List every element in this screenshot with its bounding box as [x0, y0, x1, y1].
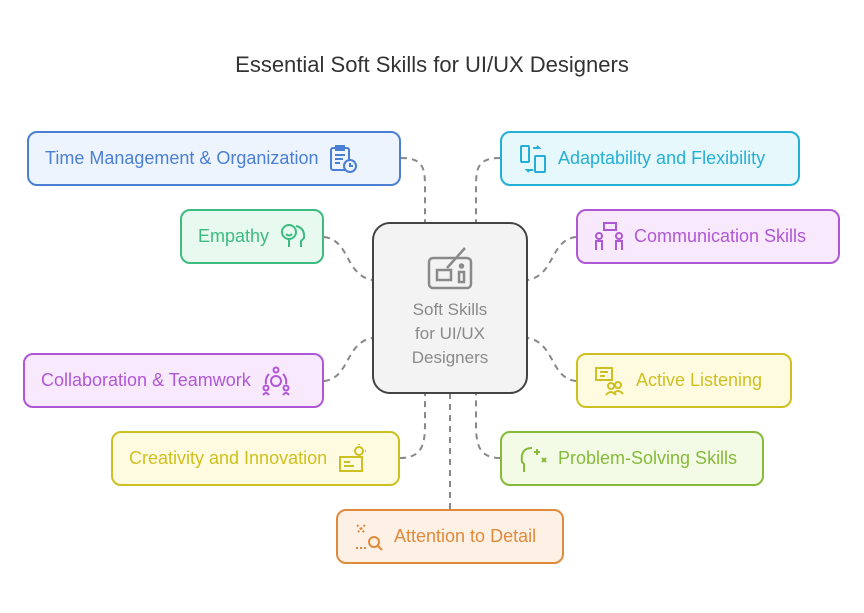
magnifier-detail-icon — [356, 523, 383, 551]
node-label: Active Listening — [636, 370, 763, 390]
node-label: Attention to Detail — [394, 526, 537, 546]
team-gear-icon — [261, 366, 290, 396]
connector-collab — [323, 337, 373, 382]
node-label: Communication Skills — [634, 226, 807, 246]
clipboard-clock-icon — [330, 144, 358, 173]
head-smile-icon — [281, 223, 306, 247]
people-chat-icon — [595, 221, 623, 250]
center-line-2: for UI/UX — [415, 324, 485, 343]
node-problem-solving[interactable]: Problem-Solving Skills — [500, 431, 764, 486]
node-adaptability[interactable]: Adaptability and Flexibility — [500, 131, 800, 186]
lightbulb-board-icon — [339, 443, 367, 472]
design-tablet-icon — [427, 247, 473, 290]
devices-swap-icon — [520, 144, 546, 173]
connector-comm — [527, 236, 577, 281]
connector-empathy — [323, 236, 373, 281]
node-communication[interactable]: Communication Skills — [576, 209, 840, 264]
node-label: Collaboration & Teamwork — [41, 370, 251, 390]
node-collaboration[interactable]: Collaboration & Teamwork — [23, 353, 324, 408]
connector-time — [400, 157, 426, 222]
connector-problem — [475, 394, 501, 459]
node-label: Adaptability and Flexibility — [558, 148, 766, 168]
connector-creativity — [399, 394, 426, 459]
node-label: Empathy — [198, 226, 270, 246]
node-label: Time Management & Organization — [45, 148, 319, 168]
node-label: Problem-Solving Skills — [558, 448, 738, 468]
center-line-1: Soft Skills — [412, 300, 488, 319]
connector-listen — [527, 337, 577, 382]
head-sparkle-icon — [520, 446, 547, 472]
node-empathy[interactable]: Empathy — [180, 209, 324, 264]
node-label: Creativity and Innovation — [129, 448, 328, 468]
connector-adapt — [475, 157, 501, 222]
node-time-management[interactable]: Time Management & Organization — [27, 131, 401, 186]
node-attention[interactable]: Attention to Detail — [336, 509, 564, 564]
listening-icon — [595, 366, 624, 396]
diagram-title: Essential Soft Skills for UI/UX Designer… — [235, 52, 629, 77]
node-active-listening[interactable]: Active Listening — [576, 353, 792, 408]
central-topic: Soft Skills for UI/UX Designers — [372, 222, 528, 394]
node-creativity[interactable]: Creativity and Innovation — [111, 431, 400, 486]
center-line-3: Designers — [411, 348, 489, 367]
